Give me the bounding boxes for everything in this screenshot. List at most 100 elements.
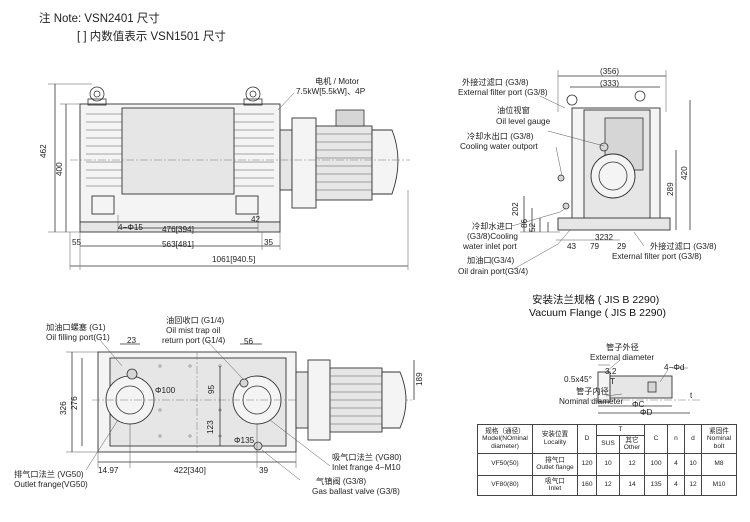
dim-420: 420 <box>680 166 689 180</box>
dim-56: 56 <box>244 337 254 346</box>
dim-14-97: 14.97 <box>98 466 119 475</box>
flange-outer-en: External diameter <box>590 353 655 362</box>
cell-n: 4 <box>667 452 685 476</box>
dim-1061: 1061[940.5] <box>212 255 256 264</box>
oil-drain-en: Oil drain port(G3/4) <box>458 267 529 276</box>
dim-39: 39 <box>259 466 269 475</box>
th-bolt-cn: 紧固件 <box>709 427 729 435</box>
ext-filter-bot-cn: 外接过滤口 (G3/8) <box>650 242 717 251</box>
outlet-cn: 排气口法兰 (VG50) <box>14 470 84 479</box>
th-bolt: 紧固件 Nominal bolt <box>701 424 737 454</box>
dim-23: 23 <box>127 336 137 345</box>
cell-d: 10 <box>684 452 702 476</box>
cell-loc: 吸气口 Inlet <box>532 474 578 496</box>
cell-sus: 10 <box>596 452 620 476</box>
flange-dim-4phid: 4−Φd <box>664 363 685 372</box>
dim-289: 289 <box>666 182 675 196</box>
cell-sus: 12 <box>596 474 620 496</box>
dim-400: 400 <box>55 162 64 176</box>
th-model-en: Model(NOminal <box>482 435 528 443</box>
dim-hole: 4−Φ15 <box>118 223 143 232</box>
dim-42: 42 <box>251 215 261 224</box>
th-model-en2: diameter) <box>491 442 519 450</box>
flange-title-en: Vacuum Flange ( JIS B 2290) <box>529 307 666 319</box>
note-model: 注 Note: VSN2401 尺寸 <box>39 13 160 25</box>
th-model: 规格（通径） Model(NOminal diameter) <box>477 424 533 454</box>
oil-fill-en: Oil filling port(G1) <box>46 333 110 342</box>
cell-other: 12 <box>619 452 645 476</box>
th-loc-en: Locality <box>543 438 567 446</box>
th-T: T <box>596 424 645 436</box>
table-header-row-1: 规格（通径） Model(NOminal diameter) 安装位置 Loca… <box>477 424 737 454</box>
side-view-drawing <box>48 83 410 270</box>
table-row: VF50(50) 排气口 Outlet flange 120 10 12 100… <box>477 452 737 476</box>
cell-loc-cn: 吸气口 <box>545 477 565 485</box>
th-other: 其它 Other <box>619 434 645 454</box>
th-D: D <box>577 424 597 454</box>
dim-52: 52 <box>528 222 537 232</box>
cell-C: 100 <box>644 452 668 476</box>
th-loc: 安装位置 Locality <box>532 424 578 454</box>
table-row: VF80(80) 吸气口 Inlet 160 12 14 135 4 12 M1… <box>477 474 737 496</box>
end-view-drawing <box>511 70 691 271</box>
th-other-en: Other <box>623 444 641 452</box>
dim-462: 462 <box>39 144 48 158</box>
cool-in-en: water inlet port <box>463 242 517 251</box>
dim-55: 55 <box>72 238 82 247</box>
inlet-en: Inlet frange 4−M10 <box>332 463 401 472</box>
oil-gauge-en: Oil level gauge <box>496 117 551 126</box>
dim-43: 43 <box>567 242 577 251</box>
th-bolt-en: Nominal <box>706 435 732 443</box>
cell-loc-cn: 排气口 <box>545 456 565 464</box>
dim-phi100: Φ100 <box>155 386 176 395</box>
oil-mist-en2: return port (G1/4) <box>162 336 226 345</box>
flange-dim-0-5: 0.5x45° <box>564 375 592 384</box>
oil-drain-spec: (G3/4) <box>491 256 515 265</box>
th-bolt-en2: bolt <box>713 442 725 450</box>
cell-model: VF80(80) <box>477 474 533 496</box>
dim-32a: 32 <box>595 233 605 242</box>
flange-dim-T: T <box>610 377 616 386</box>
cell-d: 12 <box>684 474 702 496</box>
oil-mist-en: Oil mist trap oil <box>166 326 221 335</box>
th-d: d <box>684 424 702 454</box>
motor-spec: 7.5kW[5.5kW]、4P <box>296 87 366 96</box>
oil-mist-cn: 油回收口 (G1/4) <box>166 316 225 325</box>
dim-202: 202 <box>511 202 520 216</box>
ext-filter-top-en: External filter port (G3/8) <box>458 88 548 97</box>
oil-fill-cn: 加油口螺塞 (G1) <box>46 323 106 332</box>
ext-filter-top-cn: 外接过滤口 (G3/8) <box>462 78 529 87</box>
th-sus: SUS <box>596 434 620 454</box>
th-model-cn: 规格（通径） <box>485 427 525 435</box>
flange-inner-en: Nominal diameter <box>559 397 624 406</box>
motor-label: 电机 / Motor <box>315 77 360 86</box>
cool-out-cn: 冷却水出口 (G3/8) <box>467 132 534 141</box>
cell-loc-en: Inlet <box>548 485 562 493</box>
cell-bolt: M10 <box>701 474 737 496</box>
dim-356: (356) <box>600 67 620 76</box>
flange-title-cn: 安装法兰规格 ( JIS B 2290) <box>532 294 660 306</box>
inlet-cn: 吸气口法兰 (VG80) <box>332 453 402 462</box>
th-C: C <box>644 424 668 454</box>
gas-ballast-cn: 气镇阀 (G3/8) <box>316 477 367 486</box>
dim-32b: 32 <box>604 233 614 242</box>
note-bracket: [ ] 内数值表示 VSN1501 尺寸 <box>77 31 226 43</box>
cool-in-cn: 冷却水进口 <box>472 222 513 231</box>
pump-base <box>79 221 281 233</box>
dim-phi135: Φ135 <box>234 436 255 445</box>
flange-dim-3-2: 3.2 <box>605 367 617 376</box>
dim-333: (333) <box>600 79 620 88</box>
cell-loc-en: Outlet flange <box>536 464 574 472</box>
cell-loc: 排气口 Outlet flange <box>532 452 578 476</box>
dim-79: 79 <box>590 242 600 251</box>
table-header-row-2: SUS 其它 Other <box>478 434 737 454</box>
flange-inner-cn: 管子内径 <box>576 387 609 396</box>
flange-dim-phiD: ΦD <box>640 408 653 417</box>
flange-dim-phiC: ΦC <box>632 400 645 409</box>
cell-D: 160 <box>577 474 597 496</box>
dim-563: 563[481] <box>162 240 194 249</box>
th-other-cn: 其它 <box>625 436 639 444</box>
dim-326: 326 <box>59 401 68 415</box>
ext-filter-bot-en: External filter port (G3/8) <box>612 252 702 261</box>
